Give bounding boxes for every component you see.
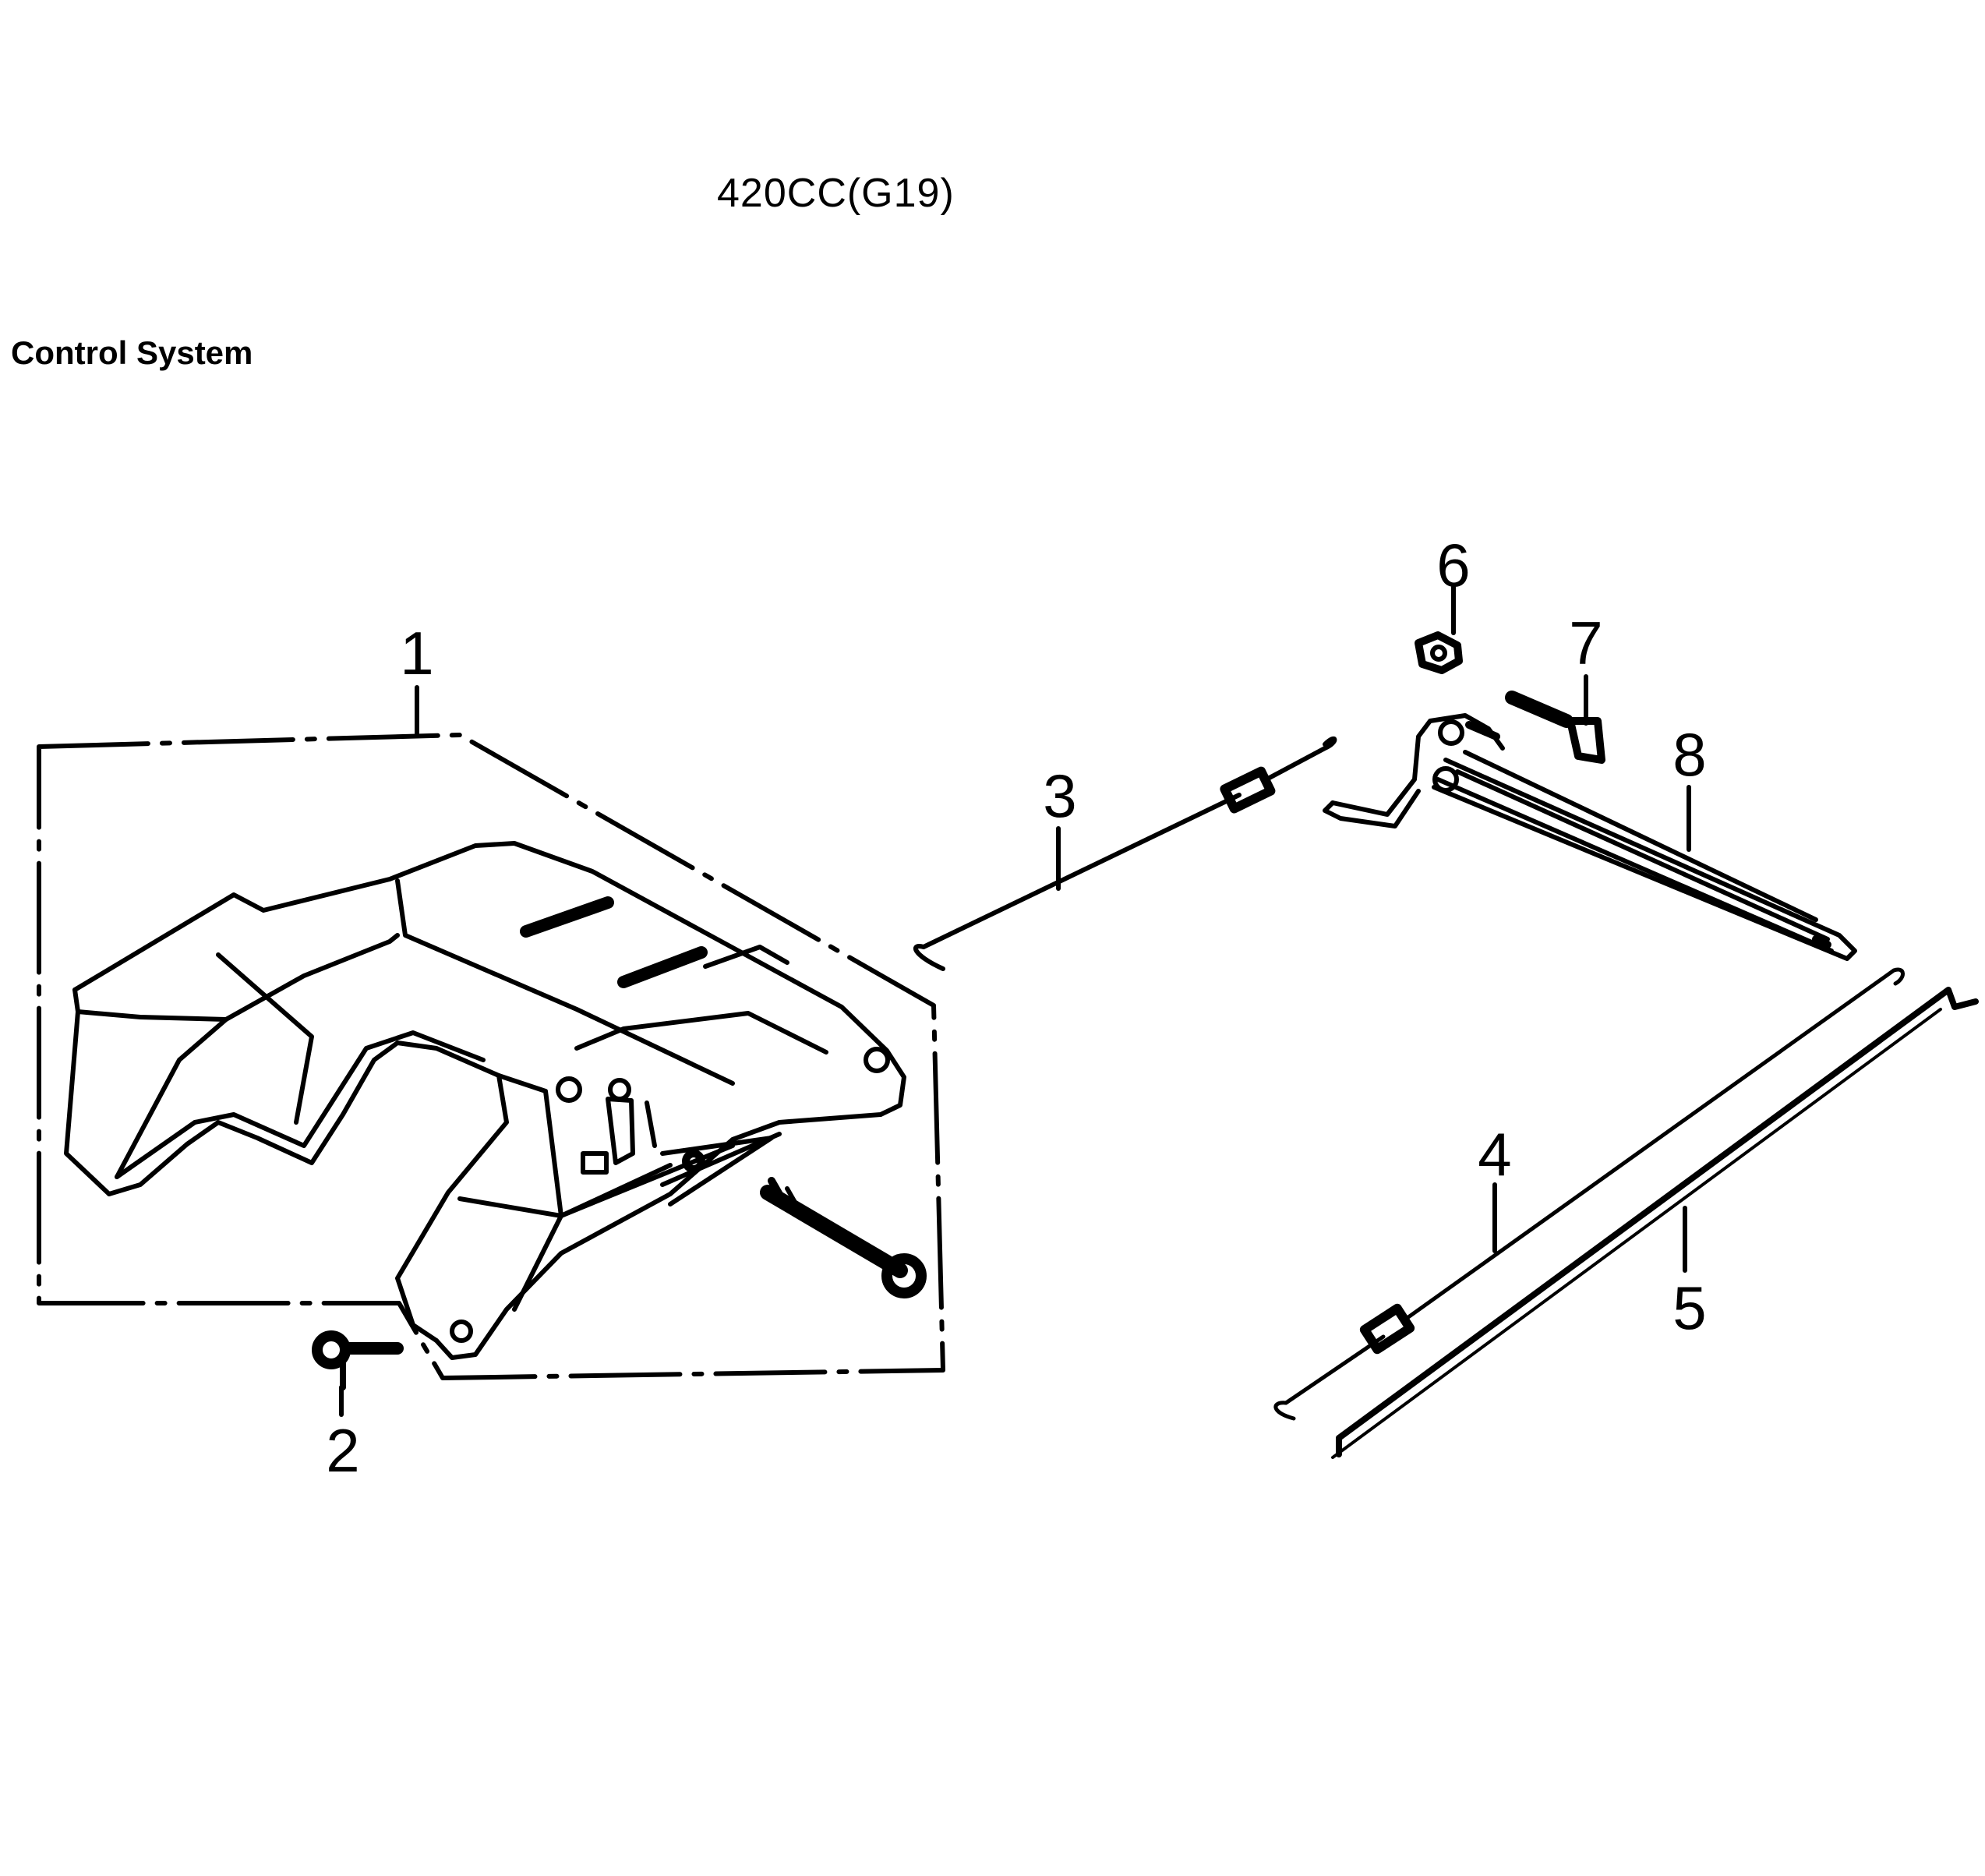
part-8-control-lever <box>1323 713 1857 961</box>
part-1-control-base <box>64 841 927 1360</box>
callout-2: 2 <box>326 1416 359 1485</box>
section-title: Control System <box>11 334 253 371</box>
part-6-nut <box>1415 631 1463 674</box>
part-2-bolt <box>312 1330 404 1390</box>
part-4-rod <box>1273 967 1905 1421</box>
callout-7: 7 <box>1569 609 1602 677</box>
callout-4: 4 <box>1478 1120 1511 1189</box>
part-3-spring-rod <box>913 736 1337 971</box>
part-5-rod <box>1331 987 1979 1459</box>
assembly-boundary <box>37 733 945 1380</box>
callout-6: 6 <box>1436 531 1470 599</box>
part-7-screw <box>1505 691 1605 764</box>
callout-8: 8 <box>1672 720 1706 789</box>
callout-1: 1 <box>400 619 433 687</box>
callout-5: 5 <box>1672 1274 1706 1342</box>
leader-lines <box>339 585 1691 1417</box>
callout-3: 3 <box>1043 761 1076 830</box>
model-title: 420CC(G19) <box>717 171 955 216</box>
